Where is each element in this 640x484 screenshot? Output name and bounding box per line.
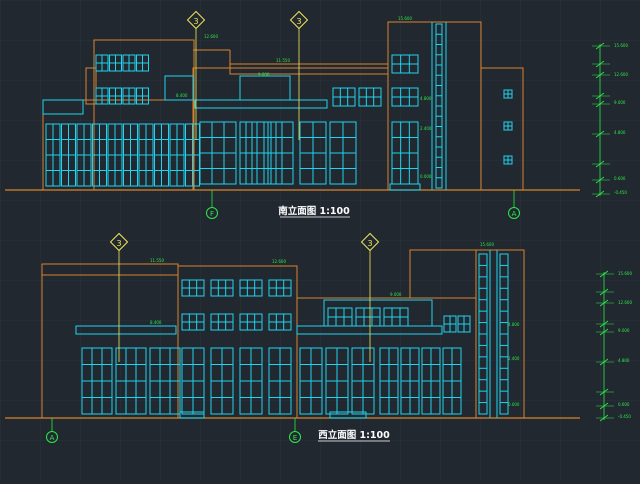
- south-side-level-4: 0.600: [614, 176, 626, 181]
- west-callout-left: 3: [109, 232, 129, 362]
- west-side-level-0: 15.600: [618, 271, 632, 276]
- west-elevation-title: 西立面图 1:100: [318, 429, 390, 441]
- west-side-dimension: 15.600 12.600 9.000 4.800 0.600 -0.450: [596, 270, 632, 422]
- south-level-2: 11.550: [276, 58, 290, 63]
- west-axis-bubble-a: [46, 431, 58, 443]
- west-level-marks: 15.600 12.600 11.550 9.000 8.400 4.800 2…: [150, 242, 520, 407]
- south-side-dimension: 15.600 12.600 9.000 4.800 0.600 -0.450: [592, 42, 628, 198]
- south-level-0: 15.600: [398, 16, 412, 21]
- west-callout-right-label: 3: [367, 239, 372, 248]
- west-level-6: 2.400: [508, 356, 520, 361]
- west-elevation: 3 3 A E 西立面图 1:100 15.600 12.600 11.550 …: [5, 232, 632, 443]
- south-side-level-5: -0.450: [614, 190, 627, 195]
- west-side-level-1: 12.600: [618, 300, 632, 305]
- west-level-4: 8.400: [150, 320, 162, 325]
- west-side-ticks: [596, 270, 614, 422]
- west-side-level-3: 4.800: [618, 358, 630, 363]
- south-callout-left-label: 3: [193, 17, 198, 26]
- south-axis-right-label: A: [512, 210, 517, 218]
- west-level-5: 4.800: [508, 322, 520, 327]
- south-side-ticks: [592, 42, 610, 198]
- west-level-2: 11.550: [150, 258, 164, 263]
- west-side-level-4: 0.600: [618, 402, 630, 407]
- south-level-3: 9.000: [258, 72, 270, 77]
- west-axis-left-label: A: [50, 434, 55, 442]
- south-level-1: 12.600: [204, 34, 218, 39]
- west-callout-left-label: 3: [116, 239, 121, 248]
- south-elevation: 3 3 F A 南立面图 1:100 15.600 12.600 11.550: [5, 10, 628, 219]
- west-level-1: 12.600: [272, 259, 286, 264]
- south-level-4: 8.400: [176, 93, 188, 98]
- west-building-outline: [41, 249, 525, 419]
- west-level-3: 9.000: [390, 292, 402, 297]
- south-callout-left: 3: [186, 10, 206, 140]
- south-level-6: 2.400: [420, 126, 432, 131]
- south-elevation-title: 南立面图 1:100: [278, 205, 350, 217]
- south-side-level-0: 15.600: [614, 43, 628, 48]
- west-callout-right: 3: [360, 232, 380, 362]
- west-side-level-5: -0.450: [618, 414, 631, 419]
- west-level-7: 0.000: [508, 402, 520, 407]
- south-windows: [45, 23, 513, 189]
- south-callout-right-label: 3: [296, 17, 301, 26]
- south-side-level-1: 12.600: [614, 72, 628, 77]
- west-level-0: 15.600: [480, 242, 494, 247]
- south-level-7: 0.000: [420, 174, 432, 179]
- south-axis-bubble-a: [508, 207, 520, 219]
- south-axis-left-label: F: [210, 210, 214, 218]
- south-side-level-3: 4.800: [614, 130, 626, 135]
- south-side-level-2: 9.000: [614, 100, 626, 105]
- south-level-5: 4.800: [420, 96, 432, 101]
- south-axis-bubble-f: [206, 207, 218, 219]
- west-facade-details: [75, 250, 498, 419]
- south-callout-right: 3: [289, 10, 309, 140]
- west-windows: [81, 253, 509, 415]
- west-axis-right-label: E: [293, 434, 297, 442]
- south-facade-details: [42, 22, 447, 191]
- south-level-marks: 15.600 12.600 11.550 9.000 8.400 4.800 2…: [176, 16, 432, 179]
- west-side-level-2: 9.000: [618, 328, 630, 333]
- west-axis-bubble-e: [289, 431, 301, 443]
